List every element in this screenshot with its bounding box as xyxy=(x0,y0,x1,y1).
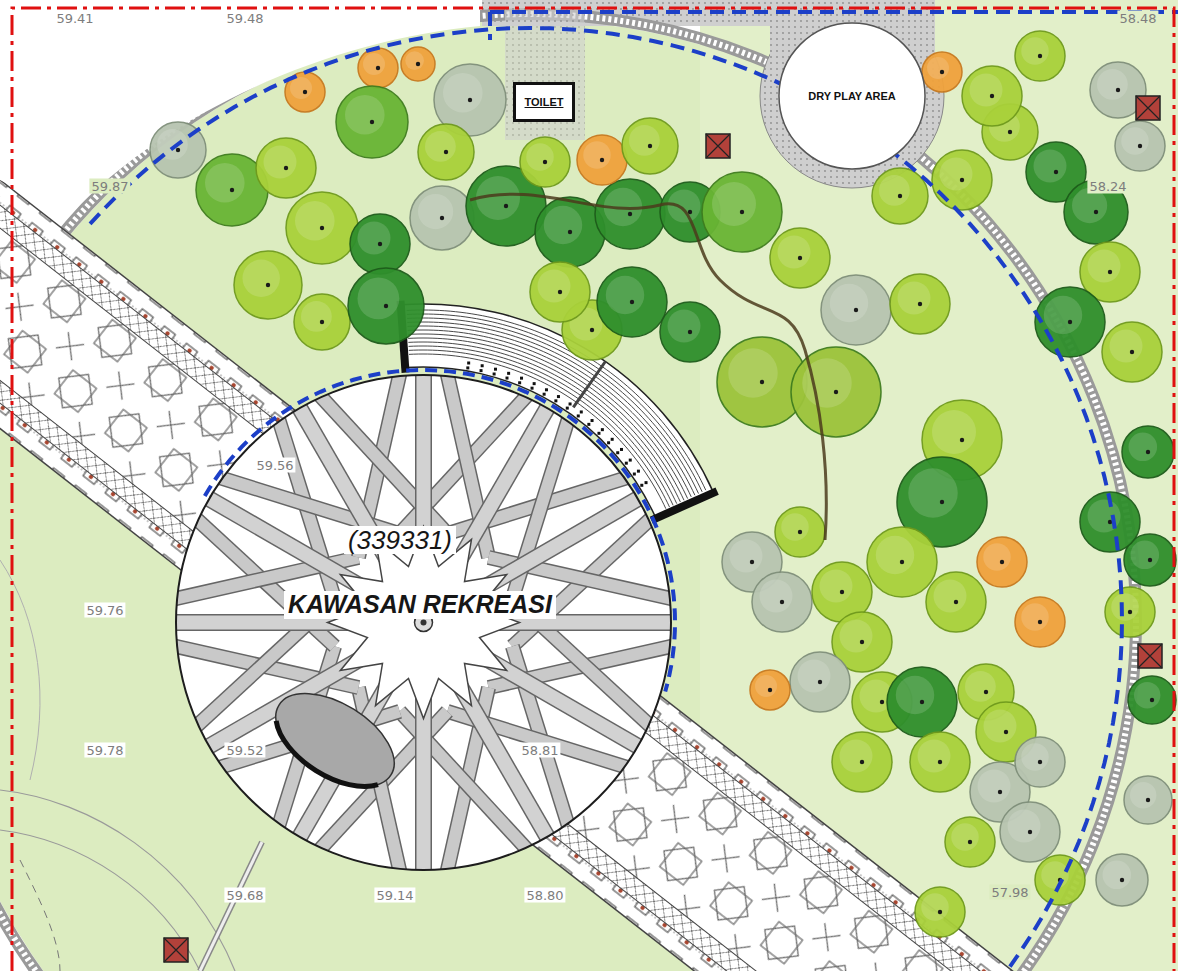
spot-level: 57.98 xyxy=(989,885,1030,900)
tree-symbol xyxy=(294,294,350,350)
spot-level: 59.76 xyxy=(84,603,125,618)
tree-symbol xyxy=(1015,31,1065,81)
marker-symbol xyxy=(706,134,730,158)
tree-symbol xyxy=(348,268,424,344)
marker-symbol xyxy=(164,938,188,962)
tree-symbol xyxy=(1096,854,1148,906)
tree-symbol xyxy=(1115,121,1165,171)
tree-symbol xyxy=(358,48,398,88)
tree-symbol xyxy=(962,66,1022,126)
spot-level: 58.80 xyxy=(524,888,565,903)
oval-feature xyxy=(260,674,410,805)
tree-symbol xyxy=(1124,776,1172,824)
tree-symbol xyxy=(1105,587,1155,637)
tree-symbol xyxy=(410,186,474,250)
tree-symbol xyxy=(821,275,891,345)
tree-symbol xyxy=(752,572,812,632)
play-area: DRY PLAY AREA xyxy=(778,22,926,170)
tree-symbol xyxy=(945,817,995,867)
tree-symbol xyxy=(915,887,965,937)
spot-level: 59.78 xyxy=(84,743,125,758)
spot-level: 59.87 xyxy=(89,179,130,194)
boundary-line xyxy=(90,28,1122,971)
tree-symbol xyxy=(530,262,590,322)
spot-level: 58.24 xyxy=(1087,179,1128,194)
tree-symbol xyxy=(770,228,830,288)
marker-symbol xyxy=(1138,644,1162,668)
tree-symbol xyxy=(350,214,410,274)
tree-symbol xyxy=(1015,737,1065,787)
tree-symbol xyxy=(977,537,1027,587)
area-name: KAWASAN REKREASI xyxy=(284,591,556,619)
tree-symbol xyxy=(775,507,825,557)
marker-symbol xyxy=(1136,96,1160,120)
tree-symbol xyxy=(702,172,782,252)
spot-level: 59.48 xyxy=(224,11,265,26)
tree-symbol xyxy=(234,251,302,319)
tree-symbol xyxy=(577,135,627,185)
tree-symbol xyxy=(791,347,881,437)
tree-group xyxy=(150,31,1176,937)
spot-level: 59.52 xyxy=(224,743,265,758)
tree-symbol xyxy=(932,150,992,210)
spot-level: 59.41 xyxy=(54,11,95,26)
tree-symbol xyxy=(922,52,962,92)
tree-symbol xyxy=(622,118,678,174)
tree-symbol xyxy=(595,179,665,249)
tree-symbol xyxy=(286,192,358,264)
tree-symbol xyxy=(926,572,986,632)
tree-symbol xyxy=(1015,597,1065,647)
tree-symbol xyxy=(910,732,970,792)
lot-number: (339331) xyxy=(344,526,456,555)
toilet-building: TOILET xyxy=(513,82,575,122)
tree-symbol xyxy=(535,197,605,267)
tree-symbol xyxy=(872,168,928,224)
tree-symbol xyxy=(832,732,892,792)
spot-level: 59.56 xyxy=(254,458,295,473)
tree-symbol xyxy=(1035,287,1105,357)
tree-symbol xyxy=(520,137,570,187)
spot-level: 58.48 xyxy=(1117,11,1158,26)
area-label: TOILET xyxy=(525,96,564,108)
tree-symbol xyxy=(1000,802,1060,862)
tree-symbol xyxy=(1122,426,1174,478)
tree-symbol xyxy=(660,302,720,362)
spot-level: 58.81 xyxy=(519,743,560,758)
tree-symbol xyxy=(418,124,474,180)
tree-symbol xyxy=(401,47,435,81)
tree-symbol xyxy=(750,670,790,710)
tree-symbol xyxy=(1128,676,1176,724)
tree-symbol xyxy=(887,667,957,737)
tree-symbol xyxy=(867,527,937,597)
tree-symbol xyxy=(790,652,850,712)
area-label: DRY PLAY AREA xyxy=(808,90,896,102)
tree-symbol xyxy=(256,138,316,198)
spot-level: 59.14 xyxy=(374,888,415,903)
tree-symbol xyxy=(890,274,950,334)
node-outline xyxy=(175,374,672,871)
tree-symbol xyxy=(1102,322,1162,382)
tree-symbol xyxy=(597,267,667,337)
spot-level: 59.68 xyxy=(224,888,265,903)
recreation-plaza: (339331) KAWASAN REKREASI xyxy=(175,374,672,871)
tree-symbol xyxy=(336,86,408,158)
